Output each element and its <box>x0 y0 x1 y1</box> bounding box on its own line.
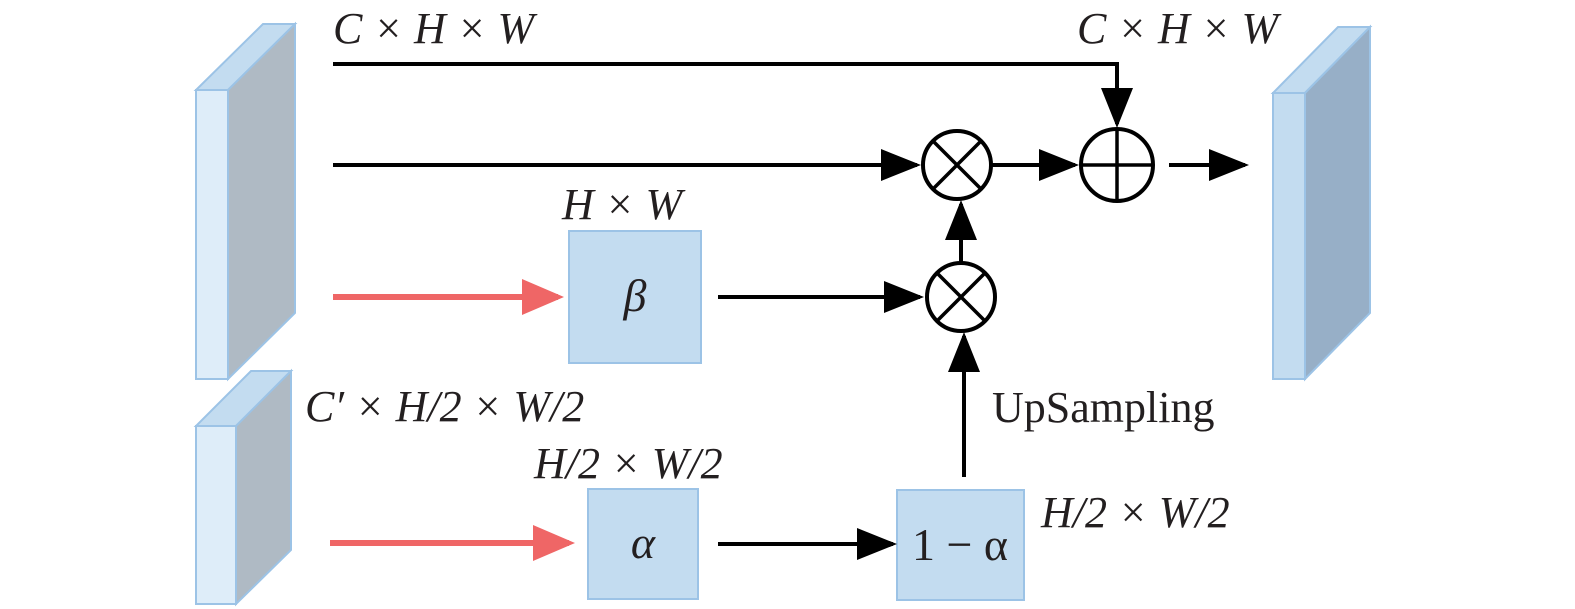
one-minus-alpha-box <box>896 489 1025 601</box>
upsampling-label: UpSampling <box>992 383 1214 432</box>
multiply-top-stroke-2 <box>931 139 983 191</box>
alpha-symbol: α <box>631 517 656 568</box>
input-low-dims-label: C′ × H/2 × W/2 <box>305 382 584 431</box>
output-feature-map <box>1270 24 1373 382</box>
alpha-node: α <box>587 488 699 600</box>
beta-symbol: β <box>623 270 647 321</box>
output-dims-label: C × H × W <box>1077 4 1282 53</box>
beta-box <box>568 230 702 364</box>
multiply-operator-top <box>921 129 993 201</box>
input-feature-map-high <box>193 21 298 382</box>
multiply-operator-bottom <box>925 261 997 333</box>
add-operator <box>1079 127 1155 203</box>
output-front-face <box>1272 92 1306 380</box>
one-minus-alpha-dims-label: H/2 × W/2 <box>1040 488 1230 537</box>
multiply-bottom-stroke-2 <box>935 271 987 323</box>
beta-node: β <box>568 230 702 364</box>
beta-dims-label: H × W <box>561 180 685 229</box>
one-minus-alpha-node: 1 − α <box>896 489 1025 601</box>
alpha-box <box>587 488 699 600</box>
input-high-dims-label: C × H × W <box>333 4 538 53</box>
skip-connection-arrow <box>333 62 1133 128</box>
alpha-dims-label: H/2 × W/2 <box>533 439 723 488</box>
input-low-front-face <box>195 425 237 605</box>
input-high-front-face <box>195 89 229 380</box>
input-feature-map-low <box>193 368 294 607</box>
one-minus-alpha-symbol: 1 − α <box>912 519 1008 570</box>
